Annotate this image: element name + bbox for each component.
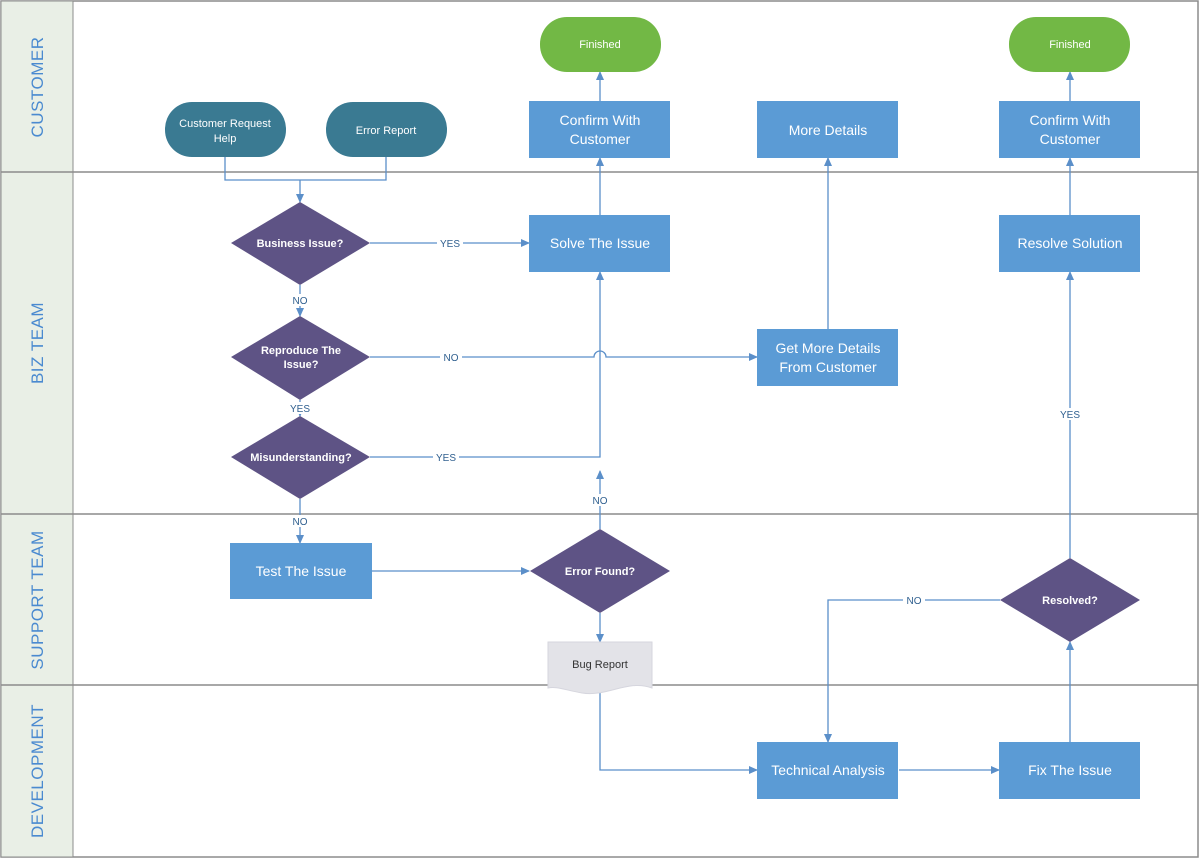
process-shape <box>757 742 898 799</box>
node-label: Bug Report <box>572 659 628 671</box>
edge-label-yes: YES <box>1060 410 1080 421</box>
process-shape <box>999 742 1140 799</box>
node-label: Business Issue? <box>257 238 344 250</box>
decision-shape <box>530 529 670 613</box>
confirm-with-customer-box-2[interactable]: Confirm With Customer <box>999 101 1140 158</box>
node-label: Misunderstanding? <box>250 452 352 464</box>
edge-label-bg <box>289 294 311 306</box>
decision-shape <box>231 416 370 499</box>
customer-request-terminal[interactable]: Customer Request Help <box>165 102 286 157</box>
decision-shape <box>231 316 370 400</box>
node-label: Get More Details <box>775 340 880 356</box>
document-shape <box>547 641 653 695</box>
lane-header-customer <box>0 0 74 173</box>
edge-label-bg <box>903 594 925 606</box>
lane-label-development: DEVELOPMENT <box>28 704 47 838</box>
process-shape <box>999 101 1140 158</box>
lane-header-dev <box>0 684 74 858</box>
resolved-decision[interactable]: Resolved? <box>1000 558 1140 642</box>
node-label: Technical Analysis <box>771 762 885 778</box>
nodes: Customer Request Help Error Report Finis… <box>165 17 1140 799</box>
terminal-shape <box>326 102 447 157</box>
edge-label-bg <box>437 237 463 249</box>
resolve-solution-box[interactable]: Resolve Solution <box>999 215 1140 272</box>
node-label: Solve The Issue <box>550 235 650 251</box>
edge-label-yes: YES <box>440 239 460 250</box>
process-shape <box>999 215 1140 272</box>
node-label: Reproduce The <box>261 345 341 357</box>
edge-label-bg <box>289 515 311 527</box>
misunderstanding-decision[interactable]: Misunderstanding? <box>231 416 370 499</box>
node-label: Issue? <box>284 359 319 371</box>
edge-label-bg <box>1057 408 1083 420</box>
edge-label-yes: YES <box>290 404 310 415</box>
error-report-terminal[interactable]: Error Report <box>326 102 447 157</box>
process-shape <box>529 101 670 158</box>
node-label: From Customer <box>779 359 877 375</box>
node-label: Customer <box>570 131 631 147</box>
terminal-shape <box>165 102 286 157</box>
lane-label-biz: BIZ TEAM <box>28 302 47 384</box>
more-details-box[interactable]: More Details <box>757 101 898 158</box>
process-shape <box>529 215 670 272</box>
process-shape <box>757 101 898 158</box>
terminal-shape <box>540 17 661 72</box>
edge-labels: YES NO NO YES YES NO NO NO YES <box>287 237 1083 607</box>
node-label: Fix The Issue <box>1028 762 1112 778</box>
node-label: Customer Request <box>179 118 271 130</box>
get-more-details-box[interactable]: Get More Details From Customer <box>757 329 898 386</box>
node-label: Test The Issue <box>256 563 347 579</box>
edge-label-no: NO <box>907 596 922 607</box>
solve-the-issue-box[interactable]: Solve The Issue <box>529 215 670 272</box>
connector-merge <box>224 157 387 181</box>
edge-label-no: NO <box>444 353 459 364</box>
edge-label-bg <box>287 402 313 414</box>
edge-label-bg <box>433 451 459 463</box>
process-shape <box>230 543 372 599</box>
node-label: Resolved? <box>1042 595 1098 607</box>
connector <box>599 690 758 774</box>
node-label: Finished <box>579 39 621 51</box>
decision-shape <box>231 202 370 285</box>
node-label: Error Found? <box>565 566 636 578</box>
node-label: Resolve Solution <box>1017 235 1122 251</box>
node-label: Error Report <box>356 125 417 137</box>
edge-label-no: NO <box>293 517 308 528</box>
confirm-with-customer-box-1[interactable]: Confirm With Customer <box>529 101 670 158</box>
technical-analysis-box[interactable]: Technical Analysis <box>757 742 898 799</box>
test-the-issue-box[interactable]: Test The Issue <box>230 543 372 599</box>
process-shape <box>757 329 898 386</box>
error-found-decision[interactable]: Error Found? <box>530 529 670 613</box>
decision-shape <box>1000 558 1140 642</box>
node-label: More Details <box>789 122 868 138</box>
reproduce-the-issue-decision[interactable]: Reproduce The Issue? <box>231 316 370 400</box>
lane-header-support <box>0 513 74 686</box>
connector-no <box>824 599 1000 743</box>
edge-label-bg <box>440 351 462 363</box>
node-label: Confirm With <box>1030 112 1111 128</box>
bug-report-document[interactable]: Bug Report <box>547 641 653 695</box>
edge-label-bg <box>589 494 611 506</box>
edge-label-yes: YES <box>436 453 456 464</box>
node-label: Finished <box>1049 39 1091 51</box>
fix-the-issue-box[interactable]: Fix The Issue <box>999 742 1140 799</box>
node-label: Customer <box>1040 131 1101 147</box>
lane-label-customer: CUSTOMER <box>28 37 47 138</box>
finished-terminal-1[interactable]: Finished <box>540 17 661 72</box>
edge-label-no: NO <box>293 296 308 307</box>
lane-label-support: SUPPORT TEAM <box>28 530 47 669</box>
node-label: Confirm With <box>560 112 641 128</box>
business-issue-decision[interactable]: Business Issue? <box>231 202 370 285</box>
node-label: Help <box>214 133 237 145</box>
finished-terminal-2[interactable]: Finished <box>1009 17 1130 72</box>
terminal-shape <box>1009 17 1130 72</box>
edge-label-no: NO <box>593 496 608 507</box>
